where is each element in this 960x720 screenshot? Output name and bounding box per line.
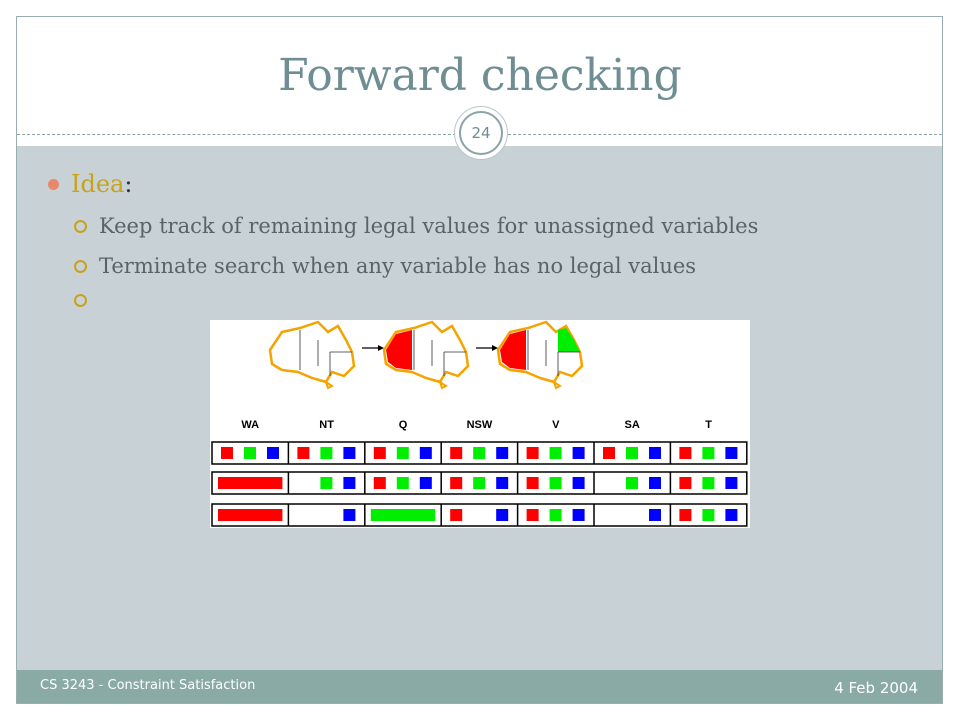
- column-header-q: Q: [399, 419, 408, 431]
- arrow-2-head-icon: [492, 345, 498, 351]
- legal-value-blue-wa: [267, 447, 279, 459]
- legal-value-blue-sa: [649, 509, 661, 521]
- bullet-dot-icon: [48, 178, 59, 190]
- legal-value-green-nsw: [473, 447, 486, 459]
- map-borders: [413, 330, 466, 376]
- legal-value-blue-sa: [649, 447, 661, 459]
- column-header-v: V: [552, 419, 560, 431]
- map-region-q: [558, 328, 580, 352]
- legal-value-blue-v: [572, 509, 585, 521]
- legal-value-blue-sa: [649, 477, 661, 489]
- domain-grid: WA NT Q NSW V SA T: [211, 419, 748, 527]
- assigned-value-wa: [218, 509, 283, 521]
- column-header-t: T: [705, 419, 712, 431]
- australia-map-1: [268, 320, 356, 390]
- legal-value-green-t: [702, 447, 715, 459]
- ring-bullet-icon: [74, 259, 87, 273]
- ring-bullet-icon: [74, 219, 87, 233]
- legal-value-blue-q: [419, 447, 432, 459]
- legal-value-red-t: [679, 447, 692, 459]
- legal-value-green-nt: [320, 477, 333, 489]
- assigned-value-q: [370, 509, 436, 521]
- legal-value-blue-nt: [343, 447, 356, 459]
- legal-value-blue-t: [725, 447, 738, 459]
- legal-value-blue-nt: [343, 509, 356, 521]
- sub-bullet-2: Terminate search when any variable has n…: [74, 254, 696, 278]
- slide-title: Forward checking: [278, 50, 682, 101]
- page-number: 24: [459, 111, 503, 155]
- legal-value-green-t: [702, 477, 715, 489]
- legal-value-green-q: [396, 477, 409, 489]
- map-borders: [299, 330, 352, 376]
- legal-value-blue-q: [419, 477, 432, 489]
- bullet-idea: Idea:: [48, 170, 132, 198]
- map-region-wa: [500, 330, 526, 370]
- sub-bullet-1-text: Keep track of remaining legal values for…: [99, 214, 759, 238]
- tasmania-outline: [324, 379, 334, 390]
- legal-value-red-wa: [221, 447, 233, 459]
- column-header-wa: WA: [241, 419, 259, 431]
- legal-value-red-v: [526, 477, 539, 489]
- legal-value-green-v: [549, 509, 562, 521]
- legal-value-red-nsw: [450, 509, 463, 521]
- legal-value-blue-v: [572, 477, 585, 489]
- legal-value-red-q: [373, 447, 386, 459]
- legal-value-blue-nsw: [496, 447, 509, 459]
- sub-bullet-3: [74, 294, 99, 307]
- legal-value-blue-nsw: [496, 477, 509, 489]
- legal-value-red-v: [526, 509, 539, 521]
- legal-value-green-t: [702, 509, 715, 521]
- domain-row-3: [211, 503, 748, 527]
- legal-value-green-nsw: [473, 477, 486, 489]
- legal-value-red-sa: [603, 447, 615, 459]
- legal-value-green-wa: [244, 447, 256, 459]
- tasmania-outline: [438, 379, 448, 390]
- arrow-1-head-icon: [378, 345, 384, 351]
- legal-value-green-nt: [320, 447, 333, 459]
- ring-bullet-icon: [74, 294, 87, 307]
- legal-value-green-v: [549, 447, 562, 459]
- footer-bar: [17, 670, 942, 703]
- assigned-value-wa: [218, 477, 283, 489]
- legal-value-green-q: [396, 447, 409, 459]
- legal-value-red-t: [679, 477, 692, 489]
- australia-map-3: [496, 320, 584, 390]
- map-borders: [527, 330, 580, 376]
- legal-value-red-v: [526, 447, 539, 459]
- legal-value-blue-v: [572, 447, 585, 459]
- legal-value-green-sa: [626, 447, 638, 459]
- legal-value-blue-t: [725, 509, 738, 521]
- bullet-idea-label: Idea: [71, 170, 125, 198]
- map-outline: [268, 320, 356, 384]
- legal-value-blue-nsw: [496, 509, 509, 521]
- bullet-idea-colon: :: [124, 170, 133, 198]
- legal-value-blue-nt: [343, 477, 356, 489]
- footer-date: 4 Feb 2004: [834, 679, 918, 697]
- forward-checking-figure: WA NT Q NSW V SA T: [210, 320, 750, 528]
- legal-value-blue-t: [725, 477, 738, 489]
- sub-bullet-2-text: Terminate search when any variable has n…: [99, 254, 697, 278]
- australia-map-2: [382, 320, 470, 390]
- legal-value-green-sa: [626, 477, 638, 489]
- tasmania-outline: [552, 379, 562, 390]
- column-header-nt: NT: [319, 419, 334, 431]
- legal-value-red-nsw: [450, 447, 463, 459]
- map-region-wa: [386, 330, 412, 370]
- column-header-nsw: NSW: [467, 419, 493, 431]
- legal-value-green-v: [549, 477, 562, 489]
- legal-value-red-t: [679, 509, 692, 521]
- legal-value-red-nt: [297, 447, 310, 459]
- column-header-sa: SA: [625, 419, 640, 431]
- legal-value-red-q: [373, 477, 386, 489]
- legal-value-red-nsw: [450, 477, 463, 489]
- slide-frame: [16, 16, 943, 704]
- sub-bullet-1: Keep track of remaining legal values for…: [74, 214, 758, 238]
- figure-svg: WA NT Q NSW V SA T: [211, 320, 748, 527]
- footer-course: CS 3243 - Constraint Satisfaction: [40, 678, 256, 693]
